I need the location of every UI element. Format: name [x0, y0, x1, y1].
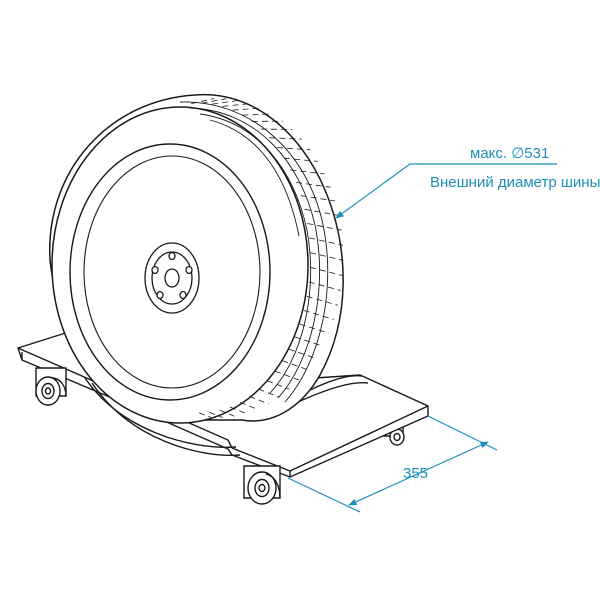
tread-hatch-line — [201, 98, 227, 104]
tread-hatch-line — [249, 395, 269, 405]
tread-hatch-line — [232, 107, 262, 111]
rim-inner — [83, 155, 261, 389]
tread-hatch-line — [304, 208, 339, 216]
tread-hatch-line — [260, 128, 293, 130]
tread-hatch-line — [198, 412, 211, 418]
diameter-caption: Внешний диаметр шины — [430, 174, 600, 191]
tread-hatch-line — [212, 100, 239, 105]
tread-hatch-line — [219, 409, 235, 417]
tread-hatch-line — [290, 169, 325, 175]
tread-hatch-line — [277, 147, 311, 151]
wheel-hub-icon — [144, 242, 200, 314]
tread-hatch-line — [284, 157, 318, 162]
tread-hatch-line — [308, 281, 341, 291]
tire-tread-grooves — [179, 101, 329, 403]
tread-hatch-line — [303, 310, 334, 320]
tread-hatch-line — [239, 401, 258, 410]
tread-hatch-line — [274, 370, 300, 381]
tire — [49, 93, 344, 424]
tire-tread-pattern — [191, 98, 344, 418]
tread-hatch-line — [307, 223, 342, 231]
tread-hatch-line — [229, 406, 247, 414]
tread-hatch-line — [309, 252, 344, 261]
tread-hatch-line — [299, 323, 329, 334]
tread-hatch-line — [191, 98, 215, 104]
diameter-leader — [335, 163, 557, 219]
tread-hatch-line — [269, 137, 302, 140]
tread-hatch-line — [282, 360, 308, 371]
tread-hatch-line — [309, 237, 344, 246]
tread-hatch-line — [300, 195, 336, 202]
tread-hatch-line — [306, 295, 338, 306]
tread-hatch-line — [209, 411, 223, 418]
tread-hatch-line — [242, 113, 273, 116]
width-value-label: 355 — [403, 465, 429, 482]
tread-hatch-line — [296, 182, 331, 188]
tread-hatch-line — [266, 380, 290, 390]
tread-hatch-line — [309, 266, 343, 276]
width-dimension — [287, 415, 498, 513]
tread-hatch-line — [258, 388, 280, 398]
tread-hatch-line — [294, 336, 323, 347]
tread-hatch-line — [288, 348, 316, 359]
caster-front-right-icon — [243, 465, 281, 505]
max-diameter-label: макс. ∅531 — [470, 145, 550, 162]
caster-front-left-icon — [35, 367, 67, 406]
tread-hatch-line — [222, 103, 250, 107]
